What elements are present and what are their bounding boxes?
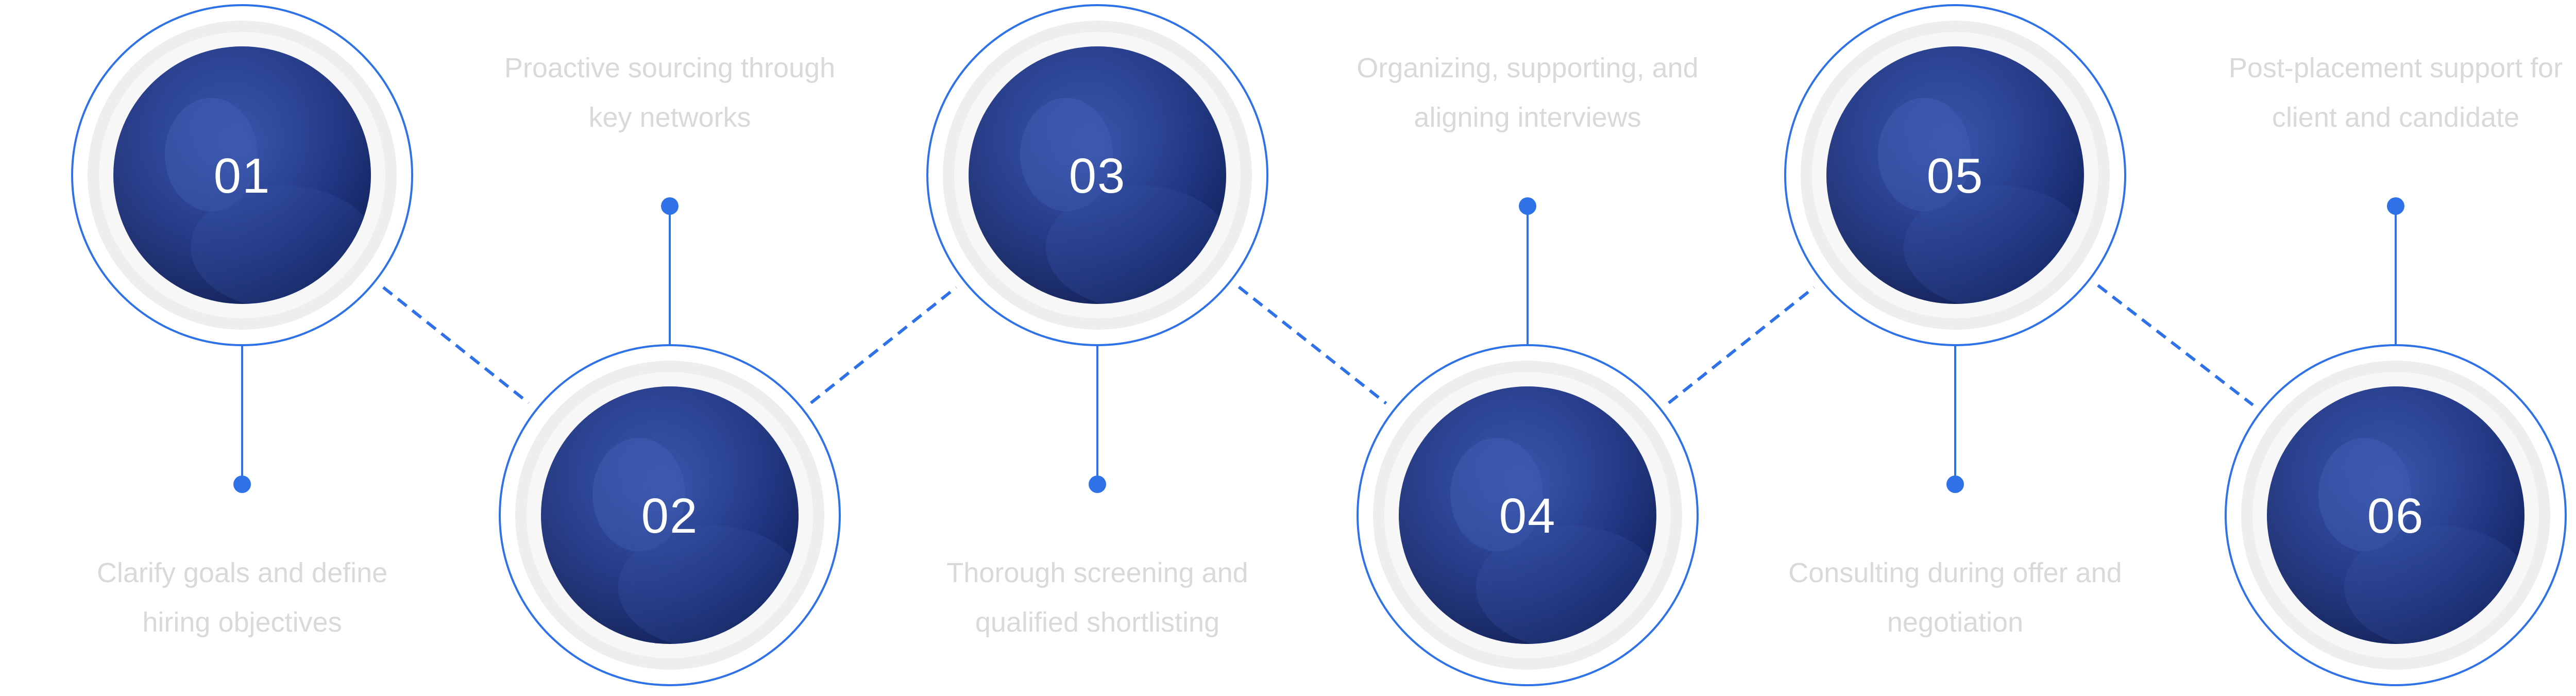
dashed-connector-2-3 — [810, 286, 957, 404]
step-number-01: 01 — [214, 148, 271, 203]
interview-photo — [1399, 386, 1656, 644]
pointer-dot — [2387, 197, 2404, 215]
step-number-06: 06 — [2367, 488, 2425, 544]
step-node-03: 03 — [926, 4, 1268, 493]
photo-shade — [113, 46, 371, 304]
step-description-line: negotiation — [1887, 607, 2023, 638]
dashed-connector-1-2 — [382, 286, 530, 404]
photo-shade — [2267, 386, 2524, 644]
step-number-02: 02 — [641, 488, 699, 544]
step-node-01: 01 — [71, 4, 413, 493]
photo-shade — [541, 386, 799, 644]
pointer-dot — [1089, 476, 1106, 493]
pointer-dot — [1946, 476, 1964, 493]
step-node-02: 02 — [499, 197, 841, 686]
photo-shade — [1826, 46, 2084, 304]
laptop-support-photo — [2267, 386, 2524, 644]
step-node-04: 04 — [1357, 197, 1699, 686]
step-number-04: 04 — [1499, 488, 1556, 544]
step-description-line: Organizing, supporting, and — [1357, 53, 1698, 83]
step-description-line: hiring objectives — [142, 607, 342, 638]
step-description-line: key networks — [588, 102, 751, 133]
photo-shade — [969, 46, 1226, 304]
step-description-line: Thorough screening and — [946, 557, 1248, 588]
step-description-line: Clarify goals and define — [97, 557, 387, 588]
pointer-dot — [661, 197, 679, 215]
step-node-06: 06 — [2225, 197, 2567, 686]
dashed-connector-4-5 — [1668, 286, 1815, 404]
pointer-dot — [1519, 197, 1536, 215]
handshake-photo — [1826, 46, 2084, 304]
step-number-05: 05 — [1927, 148, 1984, 203]
dashed-connector-5-6 — [2097, 284, 2254, 406]
photo-shade — [1399, 386, 1656, 644]
step-description-line: qualified shortlisting — [975, 607, 1219, 638]
step-description-line: client and candidate — [2272, 102, 2519, 133]
pointer-dot — [233, 476, 251, 493]
step-description-line: Post-placement support for — [2229, 53, 2563, 83]
step-description-line: Proactive sourcing through — [504, 53, 835, 83]
step-description-line: aligning interviews — [1414, 102, 1641, 133]
step-number-03: 03 — [1069, 148, 1126, 203]
step-description-line: Consulting during offer and — [1788, 557, 2122, 588]
step-node-05: 05 — [1784, 4, 2126, 493]
dashed-connector-3-4 — [1238, 285, 1387, 405]
